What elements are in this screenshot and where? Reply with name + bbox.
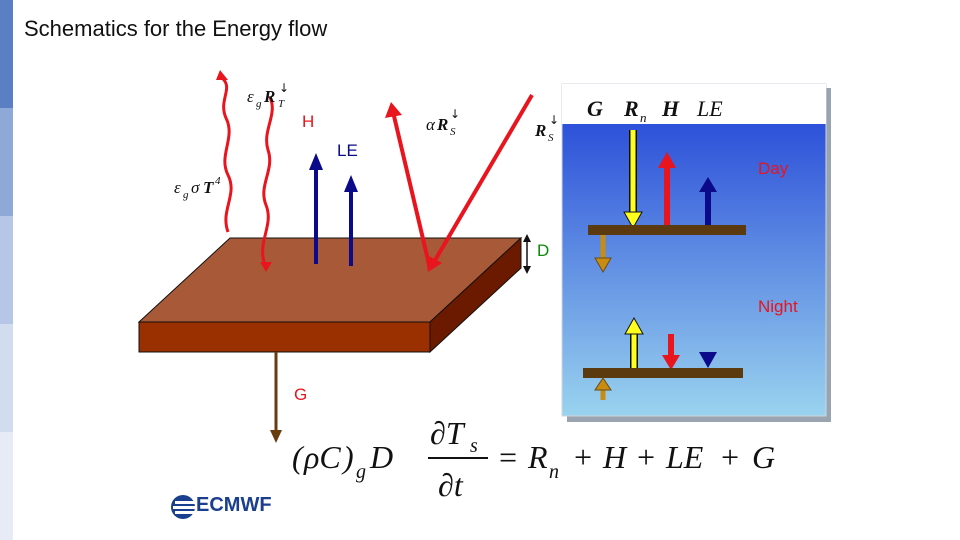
panel-header-box: [562, 84, 826, 124]
svg-text:s: s: [470, 435, 478, 457]
longwave-down-arrowhead: [260, 262, 272, 272]
svg-text:): ): [341, 439, 354, 475]
svg-text:↓: ↓: [279, 81, 289, 95]
svg-text:S: S: [450, 126, 456, 138]
panel-header: G R n H LE: [587, 96, 723, 125]
svg-text:g: g: [183, 189, 189, 201]
svg-text:+: +: [635, 439, 657, 475]
night-le-arrow: [699, 352, 717, 368]
svg-text:4: 4: [215, 175, 221, 187]
svg-text:R: R: [534, 121, 546, 140]
panel-header-h: H: [661, 96, 680, 121]
night-ground-flux-arrow: [594, 377, 612, 391]
radiation-label-eps-sigma-t4: ε g σ T 4: [174, 175, 221, 201]
svg-text:S: S: [548, 132, 554, 144]
longwave-up-arrowhead: [216, 70, 228, 80]
panel-header-rn: R: [623, 96, 639, 121]
ecmwf-logo-icon: [171, 495, 197, 519]
ground-flux-label: G: [294, 385, 307, 404]
svg-text:H: H: [602, 439, 628, 475]
radiation-label-alpha-rs: α R S ↓: [426, 107, 460, 138]
day-night-panel: [561, 83, 831, 422]
svg-text:R: R: [436, 115, 448, 134]
slab-front: [138, 321, 431, 353]
depth-d-label: D: [537, 241, 549, 260]
svg-text:=: =: [497, 439, 519, 475]
svg-text:R: R: [527, 439, 548, 475]
svg-text:LE: LE: [665, 439, 704, 475]
energy-balance-equation: ( ρC ) g D ∂T s ∂t = R n + H + LE + G: [292, 415, 775, 503]
svg-text:(: (: [292, 439, 305, 475]
ecmwf-logo-text: ECMWF: [196, 494, 272, 516]
sensible-heat-label: H: [302, 112, 314, 131]
svg-text:ρC: ρC: [303, 439, 341, 475]
shortwave-reflected-arrow: [392, 115, 430, 261]
svg-text:↓: ↓: [549, 113, 559, 127]
svg-text:g: g: [356, 461, 366, 483]
night-surface: [583, 368, 743, 378]
panel-header-g: G: [587, 96, 603, 121]
svg-text:g: g: [256, 98, 262, 110]
svg-text:ε: ε: [174, 178, 181, 197]
svg-text:n: n: [549, 461, 559, 483]
slide-title: Schematics for the Energy flow: [24, 16, 328, 41]
svg-text:D: D: [369, 439, 393, 475]
longwave-down-wave: [261, 96, 274, 263]
svg-text:ε: ε: [247, 87, 254, 106]
svg-text:R: R: [263, 87, 275, 106]
shortwave-incoming-arrow: [432, 93, 534, 264]
latent-heat-label: LE: [337, 141, 358, 160]
svg-text:+: +: [719, 439, 741, 475]
svg-text:T: T: [203, 178, 214, 197]
panel-header-le: LE: [696, 96, 723, 121]
svg-text:α: α: [426, 115, 436, 134]
svg-text:∂T: ∂T: [430, 415, 466, 451]
depth-indicator: [523, 234, 531, 274]
svg-text:T: T: [278, 98, 285, 110]
panel-header-rn-sub: n: [640, 110, 647, 125]
svg-text:G: G: [752, 439, 775, 475]
svg-text:+: +: [572, 439, 594, 475]
day-label: Day: [758, 159, 789, 178]
soil-slab: [137, 236, 523, 354]
radiation-label-rs: R S ↓: [534, 113, 559, 144]
slab-side: [429, 236, 522, 354]
svg-text:σ: σ: [191, 178, 200, 197]
svg-text:↓: ↓: [450, 107, 460, 121]
day-surface: [588, 225, 746, 235]
night-label: Night: [758, 297, 798, 316]
day-ground-flux-arrow: [594, 257, 612, 274]
radiation-label-eps-rt: ε g R T ↓: [247, 81, 289, 110]
longwave-up-wave: [220, 76, 233, 233]
slide-accent-bar: [0, 0, 13, 540]
svg-text:∂t: ∂t: [438, 467, 464, 503]
